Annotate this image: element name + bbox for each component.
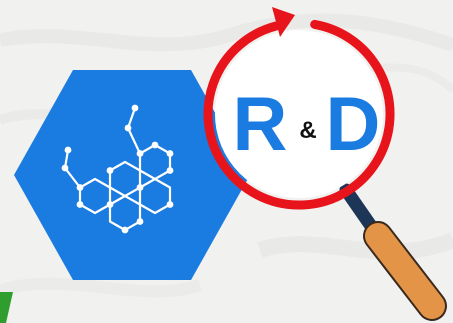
circular-arrow-icon <box>203 7 395 210</box>
molecule-atoms-icon <box>61 104 174 234</box>
magnifier-lens <box>215 30 383 198</box>
letter-d: D <box>326 82 381 167</box>
letter-ampersand: & <box>299 117 316 144</box>
corner-accent-icon <box>0 292 13 323</box>
magnifying-glass-icon: R & D <box>203 7 447 321</box>
molecule-hexagon-icon <box>14 70 250 280</box>
letter-r: R <box>233 82 288 167</box>
magnifier-handle-icon <box>339 183 447 321</box>
